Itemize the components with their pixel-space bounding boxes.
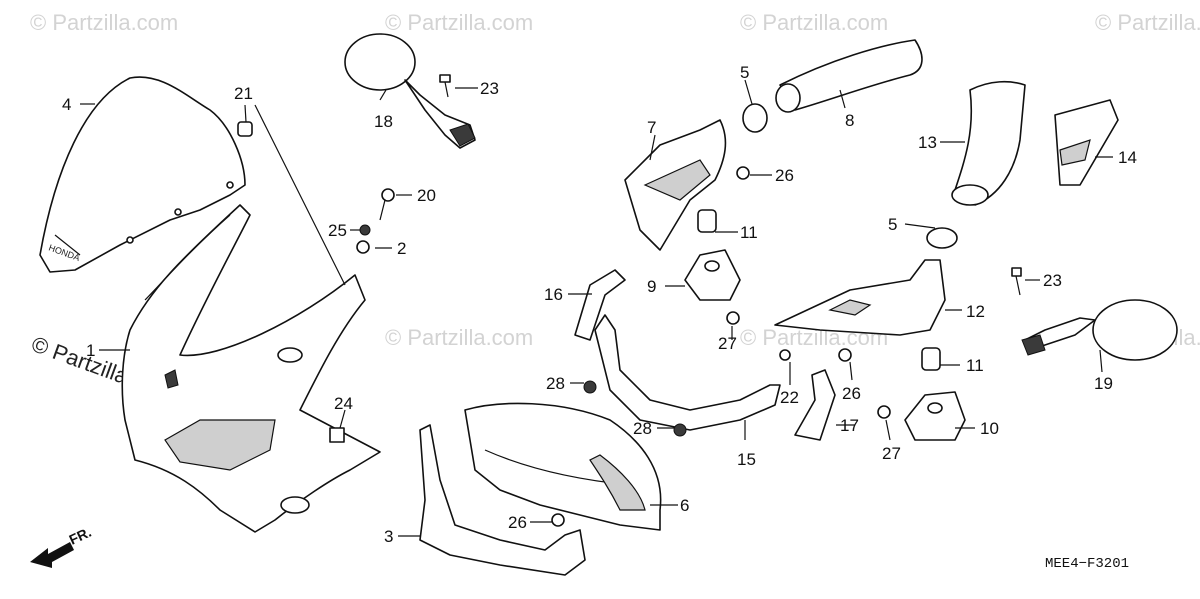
callout-21: 21 bbox=[234, 84, 253, 103]
callout-17: 17 bbox=[840, 416, 859, 435]
front-arrow-indicator: FR. bbox=[30, 524, 94, 568]
callout-27: 27 bbox=[882, 444, 901, 463]
small-bracket-part bbox=[574, 269, 836, 441]
callout-2: 2 bbox=[397, 239, 406, 258]
callout-labels: 4 21 18 23 20 25 2 1 24 3 6 26 5 8 7 26 … bbox=[62, 63, 1137, 546]
callout-11: 11 bbox=[966, 356, 984, 375]
callout-26: 26 bbox=[508, 513, 527, 532]
callout-16: 16 bbox=[544, 285, 563, 304]
callout-26: 26 bbox=[775, 166, 794, 185]
watermark: © Partzilla.com bbox=[385, 325, 533, 350]
duct-mount-part bbox=[684, 249, 966, 441]
lower-bracket-part bbox=[419, 424, 586, 576]
callout-9: 9 bbox=[647, 277, 656, 296]
figure-code: MEE4−F3201 bbox=[1045, 556, 1129, 572]
right-mirror-part bbox=[1021, 299, 1178, 361]
callout-10: 10 bbox=[980, 419, 999, 438]
callout-4: 4 bbox=[62, 95, 71, 114]
callout-26: 26 bbox=[842, 384, 861, 403]
windscreen-part: HONDA bbox=[39, 76, 246, 273]
right-air-duct-part bbox=[951, 80, 1026, 206]
watermark: © Partzilla.com bbox=[1095, 10, 1200, 35]
watermark: © Partzilla.com bbox=[385, 10, 533, 35]
callout-5: 5 bbox=[888, 215, 897, 234]
callout-15: 15 bbox=[737, 450, 756, 469]
leader-lines bbox=[80, 79, 1113, 537]
front-arrow-label: FR. bbox=[67, 524, 94, 548]
bolt-part bbox=[439, 74, 451, 98]
callout-28: 28 bbox=[633, 419, 652, 438]
callout-23: 23 bbox=[1043, 271, 1062, 290]
callout-7: 7 bbox=[647, 118, 656, 137]
lower-cowl-part bbox=[464, 402, 662, 531]
watermark: © Partzilla.com bbox=[740, 10, 888, 35]
callout-3: 3 bbox=[384, 527, 393, 546]
fastener-group bbox=[237, 121, 1022, 527]
callout-11: 11 bbox=[740, 223, 758, 242]
left-air-duct-part bbox=[624, 119, 727, 251]
callout-22: 22 bbox=[780, 388, 799, 407]
callout-13: 13 bbox=[918, 133, 937, 152]
callout-25: 25 bbox=[328, 221, 347, 240]
callout-14: 14 bbox=[1118, 148, 1137, 167]
callout-28: 28 bbox=[546, 374, 565, 393]
air-duct-tube-part bbox=[775, 39, 923, 113]
callout-6: 6 bbox=[680, 496, 689, 515]
callout-24: 24 bbox=[334, 394, 353, 413]
callout-23: 23 bbox=[480, 79, 499, 98]
watermark: © Partzilla.com bbox=[30, 10, 178, 35]
upper-cowl-part bbox=[121, 204, 381, 533]
callout-19: 19 bbox=[1094, 374, 1113, 393]
callout-12: 12 bbox=[966, 302, 985, 321]
duct-cover-part bbox=[1054, 99, 1119, 186]
stay-part bbox=[594, 314, 781, 431]
lower-duct-part bbox=[774, 259, 946, 336]
callout-27: 27 bbox=[718, 334, 737, 353]
callout-8: 8 bbox=[845, 111, 854, 130]
left-mirror-part bbox=[344, 33, 476, 149]
callout-5: 5 bbox=[740, 63, 749, 82]
callout-18: 18 bbox=[374, 112, 393, 131]
callout-20: 20 bbox=[417, 186, 436, 205]
duct-ring-part bbox=[742, 103, 958, 249]
grommet-part bbox=[697, 209, 941, 371]
callout-1: 1 bbox=[86, 341, 95, 360]
